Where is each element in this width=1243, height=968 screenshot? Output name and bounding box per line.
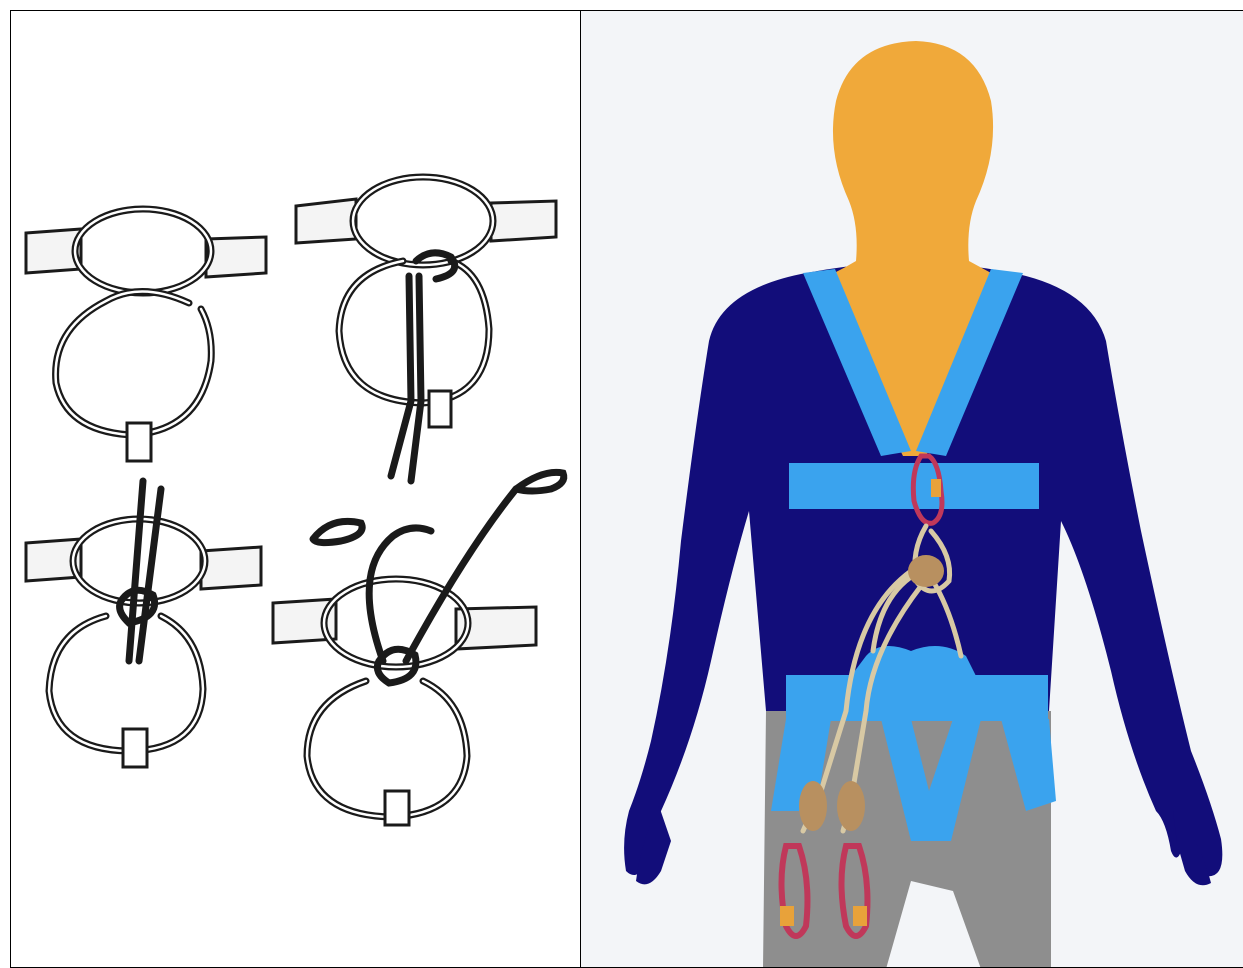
right-carabiner-sleeve <box>853 906 867 926</box>
knot-diagram <box>11 11 581 968</box>
left-carabiner-sleeve <box>780 906 794 926</box>
knot-step-4 <box>273 472 564 825</box>
knot-step-1 <box>26 209 266 461</box>
harness-figure <box>581 11 1243 968</box>
waist-belt <box>786 675 1048 721</box>
knot-diagram-cell <box>10 10 581 968</box>
carabiner-sleeve <box>931 479 941 497</box>
knot-step-2 <box>296 177 556 481</box>
knot-step-3 <box>26 481 261 767</box>
harness-figure-cell <box>580 10 1243 968</box>
